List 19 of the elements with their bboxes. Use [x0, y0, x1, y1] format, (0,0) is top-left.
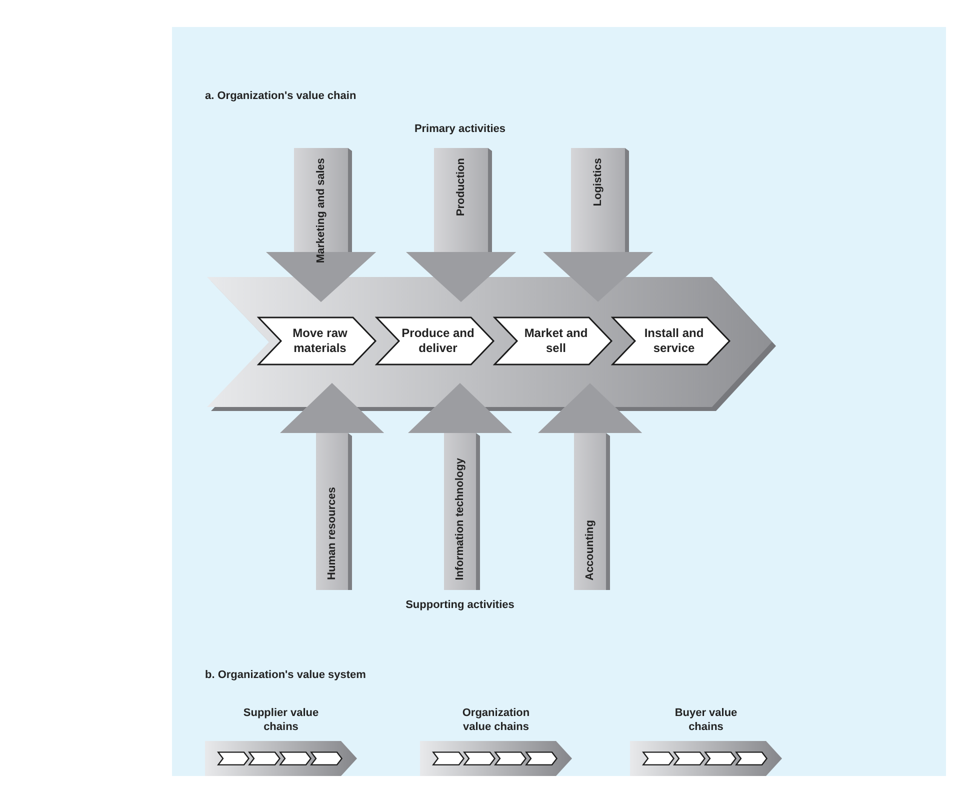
group-heading: Supporting activities — [404, 598, 516, 613]
activity-label: Logistics — [592, 158, 604, 206]
activity-arrow — [408, 383, 512, 590]
chain-heading: Supplier value chains — [242, 706, 320, 734]
activity-label: Marketing and sales — [316, 158, 326, 264]
section-heading: a. Organization's value chain — [205, 89, 356, 104]
activity-arrow — [280, 383, 384, 590]
section-heading: b. Organization's value system — [205, 668, 366, 683]
chain-heading: Organization value chains — [461, 706, 531, 734]
activity-arrow — [538, 383, 642, 590]
activity-label: Information technology — [454, 458, 466, 580]
value-chain-arrow — [630, 706, 782, 776]
chain-heading: Buyer value chains — [674, 706, 738, 734]
activity-label: Human resources — [326, 487, 338, 580]
activity-label: Accounting — [584, 520, 596, 580]
value-chain-arrow — [420, 706, 572, 776]
group-heading: Primary activities — [413, 122, 507, 137]
value-chain-arrow — [205, 706, 357, 776]
activity-label: Production — [456, 158, 466, 216]
